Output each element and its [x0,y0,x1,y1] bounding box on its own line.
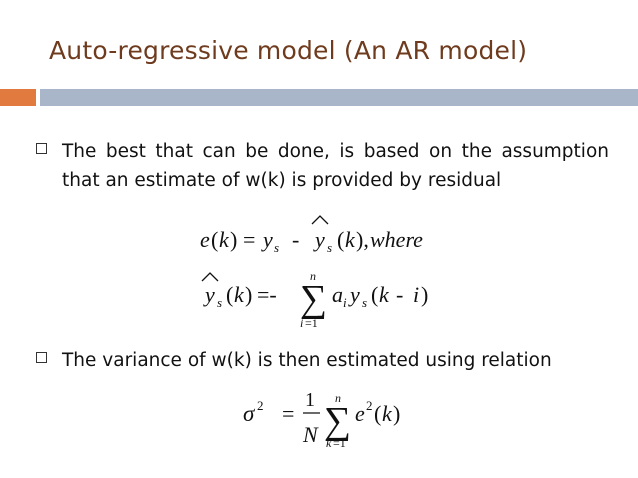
svg-text:n: n [335,391,341,405]
svg-text:e: e [200,227,210,252]
svg-text:=1: =1 [333,436,346,450]
bullet-text-1: The best that can be done, is based on t… [62,141,609,191]
svg-text:∑: ∑ [324,400,351,442]
svg-text:y: y [261,227,273,252]
svg-text:n: n [310,269,316,283]
svg-text:=: = [243,227,255,252]
svg-text:k: k [326,436,332,450]
header-bar-accent [0,89,36,106]
svg-text:i: i [343,295,347,310]
svg-text:y: y [203,282,215,307]
svg-text:k: k [234,282,245,307]
svg-text:): ) [230,227,237,252]
equation-residual: e ( k ) = y s - y s ( k ), where [200,215,423,255]
svg-text:N: N [302,422,319,447]
svg-text:1: 1 [305,389,315,411]
svg-text:y: y [313,227,325,252]
bullet-square-icon [36,352,47,363]
svg-text:k: k [219,227,230,252]
svg-text:s: s [327,240,332,255]
svg-text:(: ( [211,227,218,252]
svg-text:): ) [245,282,252,307]
svg-text:): ) [393,401,400,426]
svg-text:k: k [379,282,390,307]
svg-text:(: ( [226,282,233,307]
svg-text:2: 2 [366,398,373,413]
svg-text:∑: ∑ [300,278,327,320]
svg-text:where: where [370,227,423,252]
svg-text:): ) [421,282,428,307]
svg-text:i: i [300,316,303,330]
svg-text:2: 2 [257,398,264,413]
equation-estimate: y s ( k ) =- n ∑ i =1 a i y s ( k - i ) [201,269,428,330]
svg-text:-: - [292,227,299,252]
equation-variance: σ 2 = 1 N n ∑ k =1 e 2 ( k ) [243,389,400,450]
svg-text:(: ( [337,227,344,252]
svg-text:-: - [396,282,403,307]
svg-text:e: e [355,401,365,426]
svg-text:(: ( [374,401,381,426]
svg-text:k: k [382,401,393,426]
svg-text:),: ), [356,227,369,252]
svg-text:=: = [282,401,294,426]
svg-text:i: i [413,282,419,307]
svg-text:=1: =1 [305,316,318,330]
slide-title: Auto-regressive model (An AR model) [49,36,528,65]
svg-text:y: y [348,282,360,307]
svg-text:s: s [217,295,222,310]
svg-text:=-: =- [257,282,277,307]
bullet-text-2: The variance of w(k) is then estimated u… [62,350,552,371]
svg-text:s: s [362,295,367,310]
svg-text:(: ( [371,282,378,307]
svg-text:σ: σ [243,401,256,426]
svg-text:a: a [332,282,343,307]
svg-text:s: s [274,240,279,255]
bullet-square-icon [36,143,47,154]
header-bar [40,89,638,106]
svg-text:k: k [345,227,356,252]
